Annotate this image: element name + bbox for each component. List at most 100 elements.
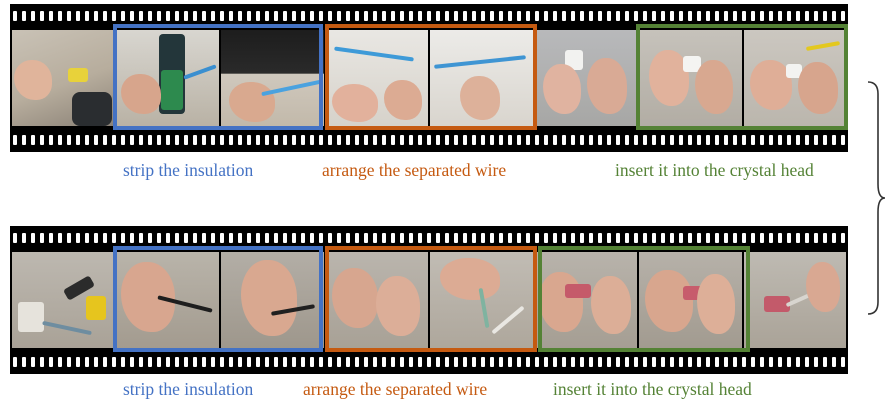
sprocket-hole [580,357,584,367]
sprocket-hole [103,135,107,145]
sprocket-hole [814,233,818,243]
sprocket-hole [823,357,827,367]
sprocket-hole [697,11,701,21]
sprocket-hole [58,233,62,243]
sprocket-hole [301,135,305,145]
sprocket-hole [202,135,206,145]
sprocket-hole [796,357,800,367]
sprocket-hole [400,357,404,367]
sprocket-hole [382,357,386,367]
sprocket-hole [85,233,89,243]
video-frame [221,30,326,126]
sprocket-hole [553,11,557,21]
sprocket-hole [463,357,467,367]
sprocket-hole [184,135,188,145]
sprocket-hole [499,233,503,243]
sprocket-hole [454,233,458,243]
sprocket-hole [481,11,485,21]
sprocket-hole [688,233,692,243]
sprocket-hole [229,357,233,367]
sprocket-hole [625,233,629,243]
sprocket-hole [643,11,647,21]
sprocket-hole [409,233,413,243]
sprocket-hole [490,11,494,21]
sprocket-hole [373,11,377,21]
sprocket-hole [256,357,260,367]
sprocket-hole [580,135,584,145]
sprocket-hole [40,11,44,21]
sprocket-hole [436,233,440,243]
sprocket-hole [490,135,494,145]
sprocket-hole [445,11,449,21]
sprocket-hole [841,357,845,367]
sprocket-hole [796,11,800,21]
sprocket-hole [463,135,467,145]
sprocket-hole [427,357,431,367]
video-frame [326,30,431,126]
sprocket-hole [544,11,548,21]
sprocket-hole [220,135,224,145]
sprocket-hole [139,233,143,243]
sprocket-hole [238,357,242,367]
sprocket-hole [184,357,188,367]
caption-strip-insulation-bottom: strip the insulation [123,379,253,400]
sprocket-hole [589,11,593,21]
sprocket-hole [760,11,764,21]
sprocket-hole [508,233,512,243]
sprocket-hole [418,11,422,21]
sprocket-hole [139,11,143,21]
sprocket-hole [148,357,152,367]
sprocket-hole [211,357,215,367]
sprocket-hole [121,135,125,145]
sprocket-holes-upper [10,9,848,23]
sprocket-hole [175,135,179,145]
sprocket-hole [526,11,530,21]
sprocket-hole [643,357,647,367]
sprocket-hole [643,135,647,145]
sprocket-hole [121,357,125,367]
sprocket-hole [283,135,287,145]
video-frame [117,252,222,348]
sprocket-hole [58,135,62,145]
sprocket-hole [31,233,35,243]
sprocket-hole [67,357,71,367]
video-frames-bottom [12,252,846,348]
sprocket-hole [706,357,710,367]
sprocket-hole [715,11,719,21]
sprocket-hole [76,135,80,145]
sprocket-hole [220,11,224,21]
sprocket-hole [832,135,836,145]
sprocket-hole [175,11,179,21]
sprocket-hole [715,233,719,243]
video-frame [639,30,744,126]
sprocket-holes-lower [10,355,848,369]
sprocket-hole [67,11,71,21]
sprocket-hole [283,357,287,367]
sprocket-hole [40,233,44,243]
sprocket-hole [292,135,296,145]
sprocket-hole [562,233,566,243]
sprocket-hole [841,135,845,145]
sprocket-hole [724,135,728,145]
sprocket-hole [742,357,746,367]
sprocket-hole [13,135,17,145]
sprocket-hole [805,135,809,145]
sprocket-hole [625,11,629,21]
sprocket-hole [229,233,233,243]
sprocket-hole [508,135,512,145]
sprocket-hole [157,357,161,367]
video-frame [744,252,847,348]
sprocket-hole [814,135,818,145]
sprocket-hole [526,233,530,243]
sprocket-hole [643,233,647,243]
sprocket-hole [481,233,485,243]
sprocket-hole [787,233,791,243]
sprocket-hole [355,11,359,21]
sprocket-hole [778,233,782,243]
sprocket-hole [778,357,782,367]
sprocket-hole [724,357,728,367]
sprocket-hole [589,233,593,243]
sprocket-hole [814,11,818,21]
sprocket-hole [652,233,656,243]
sprocket-hole [526,357,530,367]
